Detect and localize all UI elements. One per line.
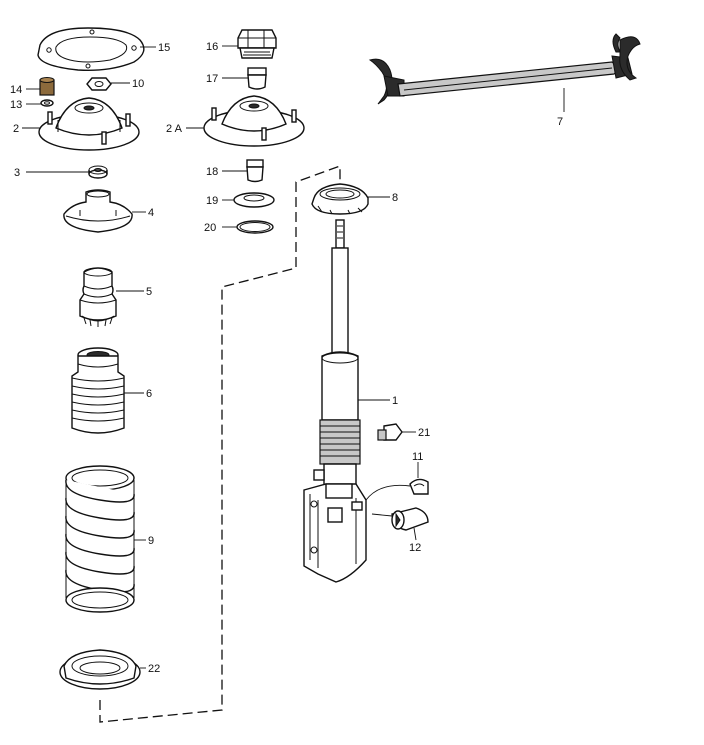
callout-10: 10 [132,78,144,90]
part-19-ring [222,192,275,208]
part-2a-strut-mount [186,95,305,147]
part-17-bolt [222,67,267,90]
callout-1: 1 [392,395,398,407]
callout-18: 18 [206,166,218,178]
callout-7: 22 [148,663,160,675]
part-16-cap [222,29,277,59]
callout-16: 16 [206,41,218,53]
part-8-adjusting-ring [311,183,390,215]
callout-2a: 2 A [166,123,183,135]
callout-5: 5 [146,286,152,298]
part-20-o-ring [222,220,274,234]
part-9-coil-spring [65,465,146,613]
part-22-strut-brace [368,33,641,112]
callout-14: 14 [10,84,22,96]
part-4-upper-cup [63,189,146,233]
part-6-bellows [71,347,144,434]
callout-22: 7 [557,116,563,128]
part-15-gasket-plate [37,27,156,72]
callout-19: 19 [206,195,218,207]
callout-2: 2 [13,123,19,135]
callout-9: 9 [148,535,154,547]
part-13-washer [26,99,54,107]
callout-8: 8 [392,192,398,204]
part-7-lower-seat [59,649,146,690]
part-1-strut [303,219,390,583]
part-14-bushing [26,77,55,96]
callout-17: 17 [206,73,218,85]
callout-11: 11 [412,451,423,463]
assembly-path [99,165,341,723]
callout-6: 6 [146,388,152,400]
callout-4: 4 [148,207,154,219]
part-10-nut [86,77,130,91]
callout-21: 21 [418,427,430,439]
part-21-bracket-clip [377,423,416,441]
callout-13: 13 [10,99,22,111]
part-3-spacer [26,165,108,179]
part-5-bump-stop [79,267,144,327]
part-12-sleeve [371,507,429,541]
part-11-clamp [365,462,429,501]
part-18-nut [222,159,264,183]
callout-12: 12 [409,542,421,554]
callout-15: 15 [158,42,170,54]
callout-20: 20 [204,222,216,234]
part-2-strut-mount [22,97,140,151]
callout-3: 3 [14,167,20,179]
